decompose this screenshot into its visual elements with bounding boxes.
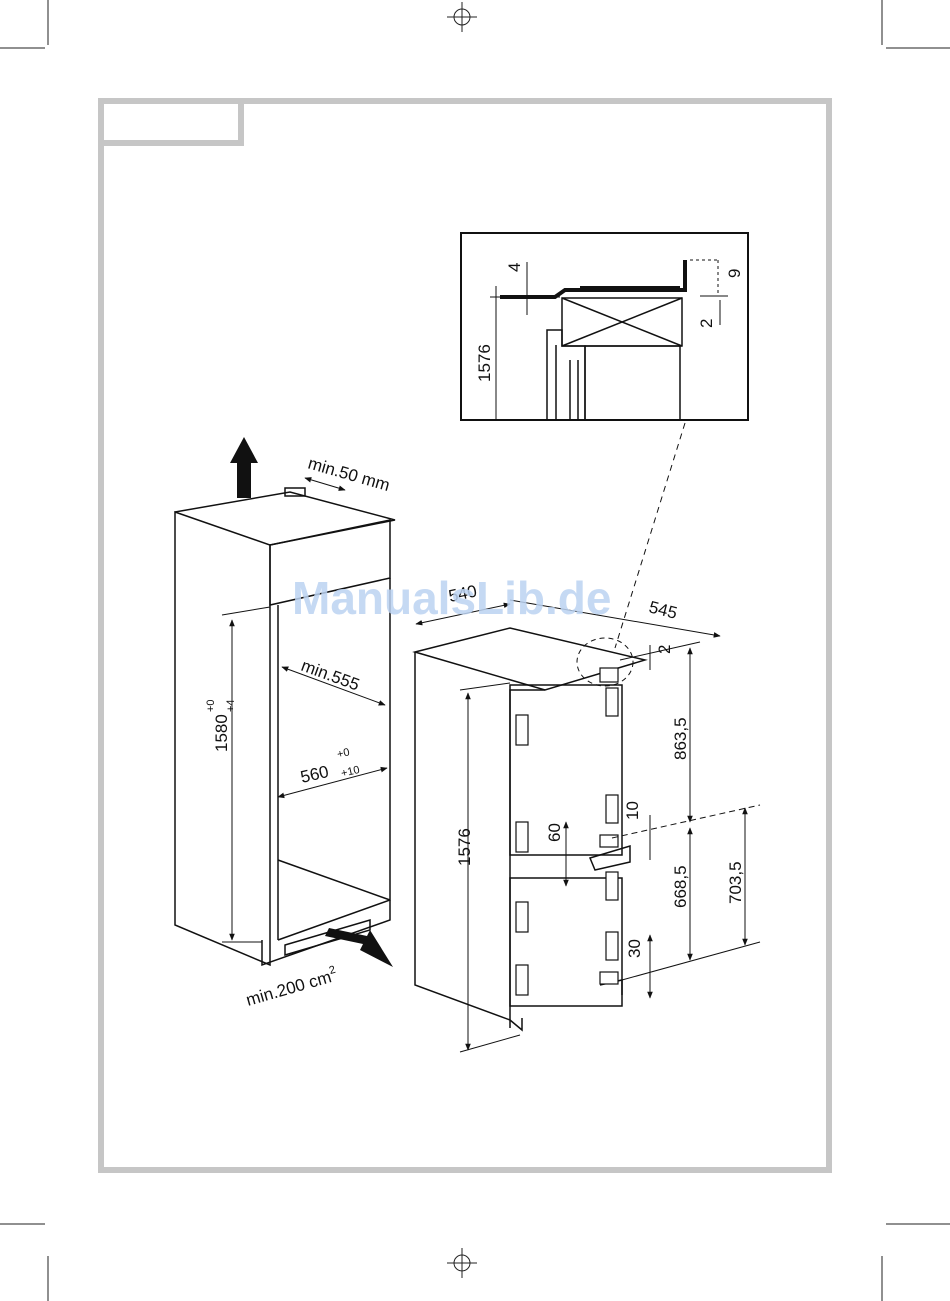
niche-label-560-tol-bot: +10 [340, 764, 361, 780]
niche-cabinet [175, 488, 395, 965]
inset-label-2: 2 [697, 319, 716, 328]
appliance-label-863: 863,5 [671, 717, 690, 760]
hinges [516, 668, 618, 995]
watermark: ManualsLib.de [292, 572, 611, 624]
inset-label-1576: 1576 [475, 344, 494, 382]
appliance-label-1576: 1576 [455, 828, 474, 866]
niche-label-1580: 1580 [212, 714, 231, 752]
niche-label-560-tol-top: +0 [336, 746, 351, 761]
appliance-label-10: 10 [623, 801, 642, 820]
inset-label-9: 9 [725, 269, 744, 278]
appliance-label-668: 668,5 [671, 865, 690, 908]
airflow-up-arrow [230, 437, 258, 498]
niche-label-vent: min.200 cm2 [243, 964, 339, 1010]
appliance-label-30: 30 [625, 939, 644, 958]
niche-label-1580-tol-top: +0 [205, 699, 217, 712]
niche-label-560: 560 [299, 762, 331, 787]
inset-label-4: 4 [505, 263, 524, 272]
appliance-label-703: 703,5 [726, 861, 745, 904]
appliance-label-60: 60 [545, 823, 564, 842]
registration-mark-bottom [447, 1248, 477, 1278]
registration-mark-top [447, 2, 477, 32]
niche-label-min555: min.555 [299, 656, 362, 695]
niche-dimension-lines [222, 478, 387, 942]
niche-label-min50: min.50 mm [306, 454, 392, 495]
appliance-label-545: 545 [647, 597, 679, 622]
appliance-label-2: 2 [655, 645, 674, 654]
niche-label-1580-tol-bot: +4 [225, 699, 237, 712]
